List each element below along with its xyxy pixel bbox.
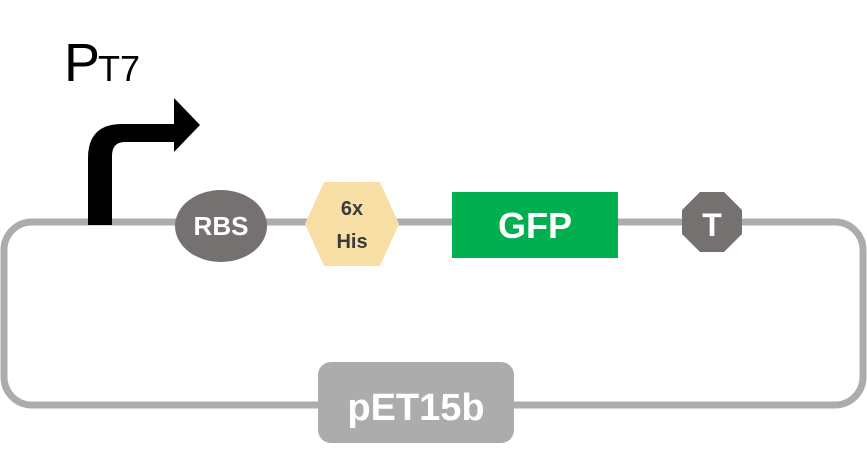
gfp-label: GFP [498, 205, 572, 246]
rbs-shape [175, 190, 267, 262]
rbs-label: RBS [194, 211, 249, 241]
rbs-part: RBS [175, 190, 267, 262]
promoter-label-sub: T7 [98, 48, 141, 89]
terminator-label: T [702, 207, 722, 243]
promoter-label-main: P [64, 33, 101, 93]
terminator-shape [682, 192, 742, 252]
his-tag-label-line1: 6x [341, 198, 363, 220]
terminator-part: T [682, 192, 742, 252]
promoter-label: PT7 [64, 36, 140, 90]
gfp-part: GFP [452, 192, 618, 258]
plasmid-name-badge: pET15b [318, 362, 514, 443]
promoter-arrow-icon [88, 98, 200, 225]
his-tag-label-line2: His [336, 231, 367, 253]
his-tag-shape [305, 182, 399, 266]
his-tag-part: 6x His [305, 182, 399, 266]
gfp-shape [452, 192, 618, 258]
plasmid-name-label: pET15b [347, 387, 484, 429]
plasmid-name-bg [318, 362, 514, 443]
